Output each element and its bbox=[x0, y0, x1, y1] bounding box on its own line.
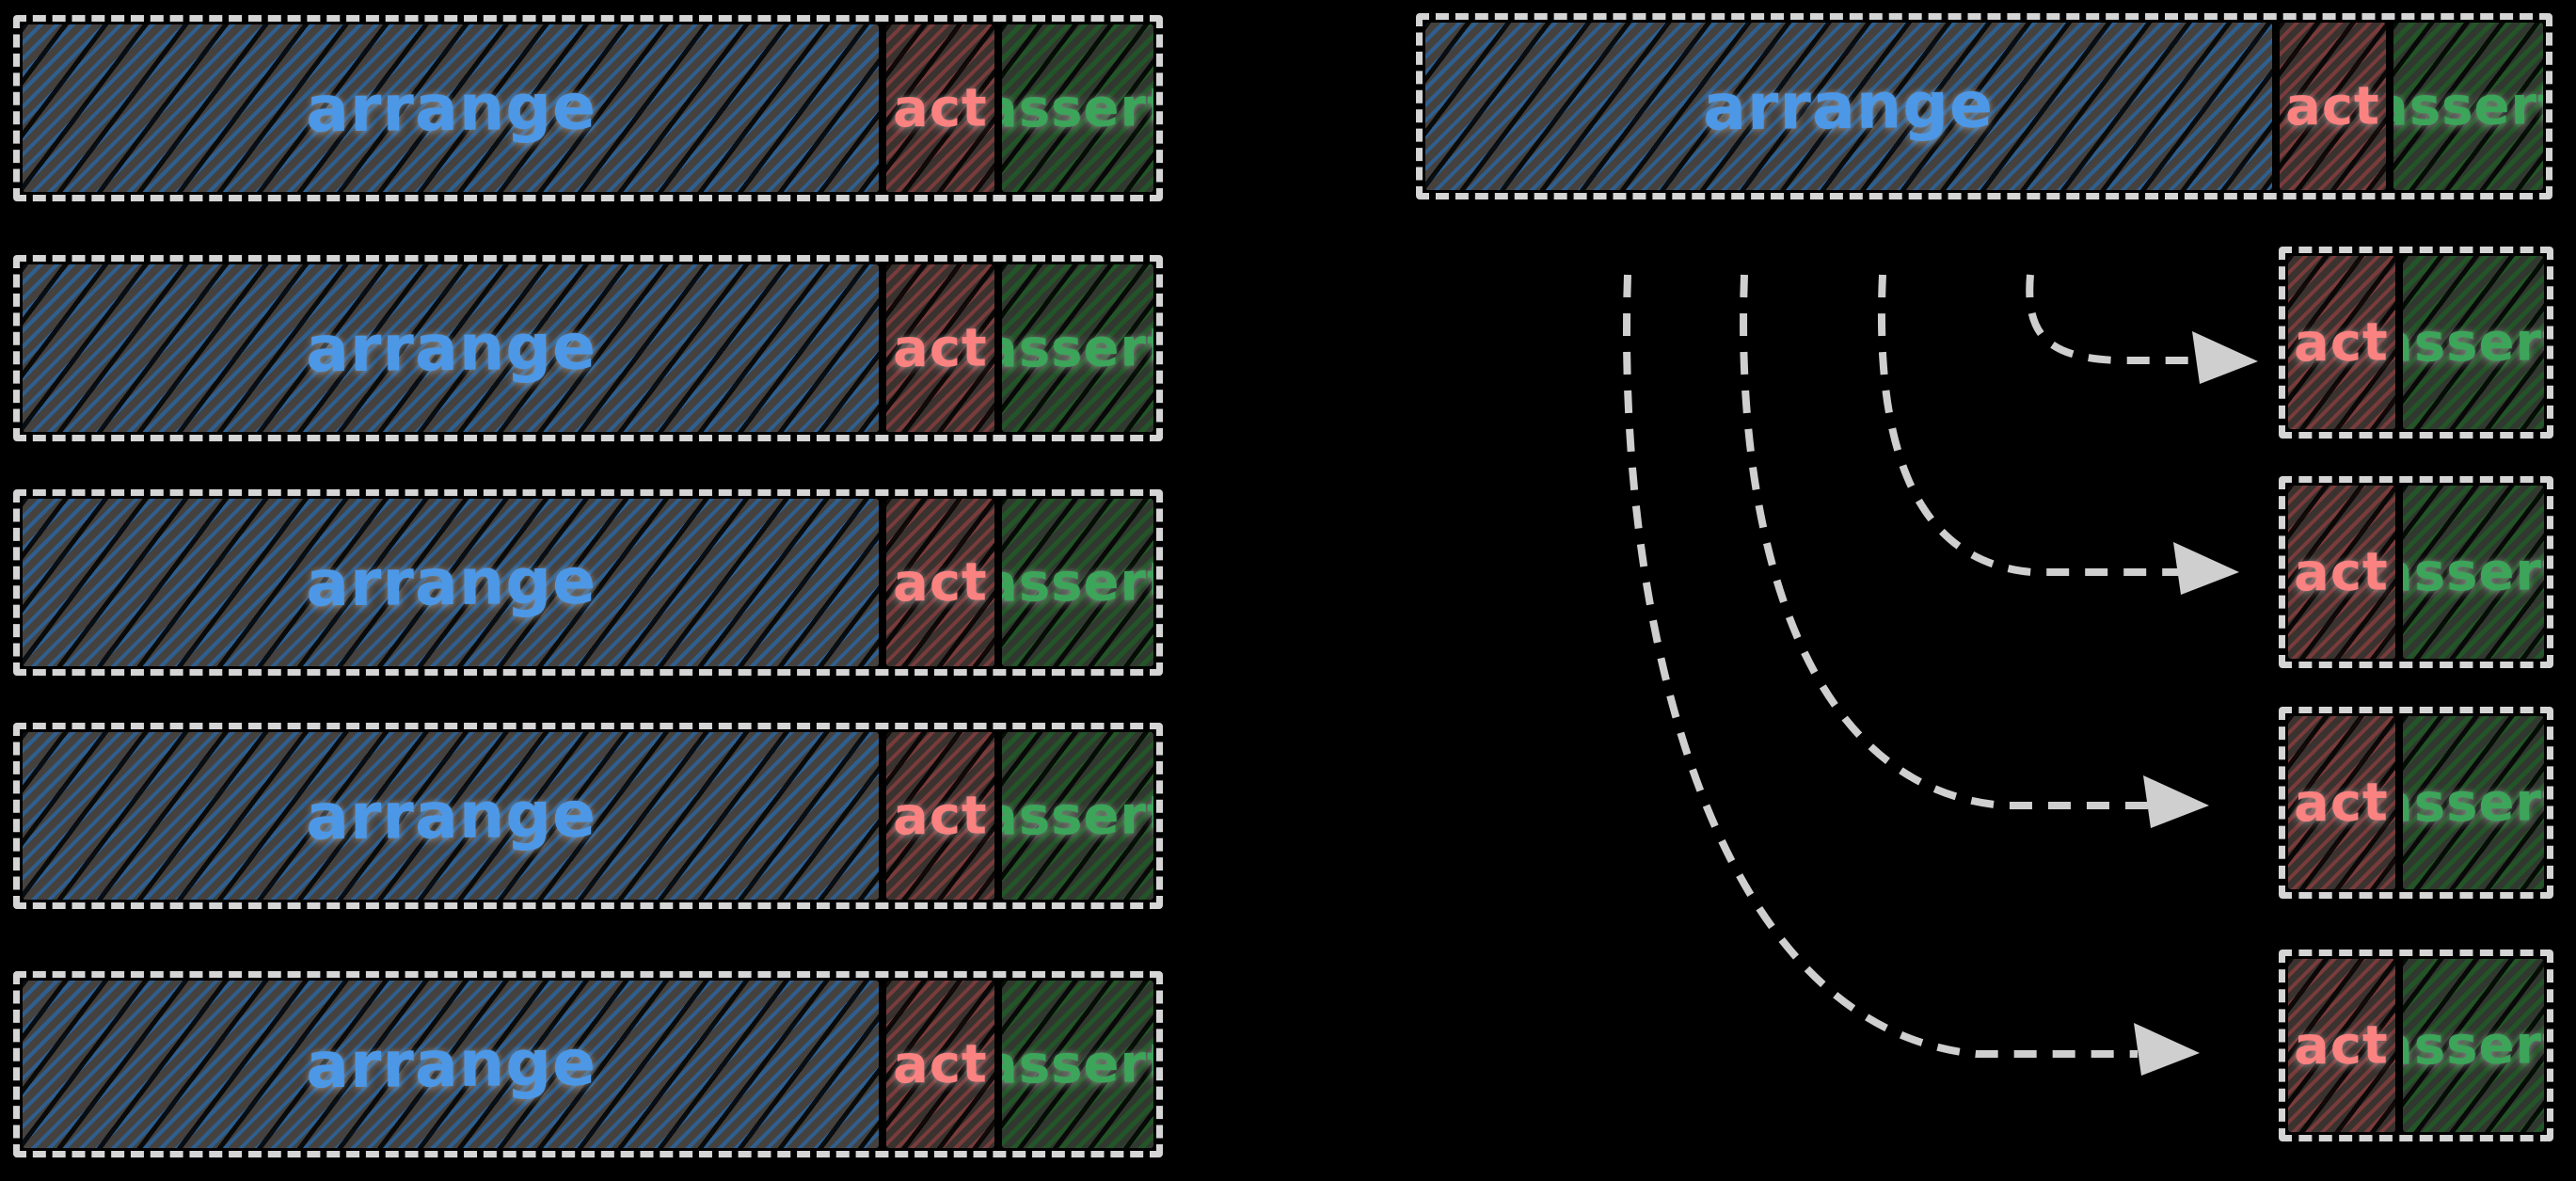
segment-act: act bbox=[886, 732, 995, 900]
act-label: act bbox=[2294, 1014, 2390, 1077]
segment-act: act bbox=[2288, 716, 2395, 889]
segment-act: act bbox=[886, 981, 995, 1148]
act-label: act bbox=[2294, 541, 2390, 603]
segment-arrange: arrange bbox=[23, 732, 880, 900]
act-label: act bbox=[893, 77, 989, 139]
assert-label: assert bbox=[2402, 771, 2544, 835]
segment-arrange: arrange bbox=[23, 24, 880, 192]
segment-arrange: arrange bbox=[23, 981, 880, 1148]
arrange-label: arrange bbox=[305, 1026, 597, 1103]
segment-assert: assert bbox=[1002, 499, 1153, 666]
segment-act: act bbox=[886, 499, 995, 666]
act-label: act bbox=[2294, 311, 2390, 374]
act-label: act bbox=[893, 317, 989, 379]
arrowhead-icon bbox=[2192, 331, 2258, 384]
assert-label: assert bbox=[2402, 540, 2544, 604]
segment-act: act bbox=[886, 264, 995, 432]
segment-arrange: arrange bbox=[1425, 23, 2272, 190]
segment-act: act bbox=[2288, 959, 2395, 1132]
segment-arrange: arrange bbox=[23, 499, 880, 666]
arrange-label: arrange bbox=[305, 70, 597, 147]
assert-label: assert bbox=[1002, 76, 1153, 140]
arrow-curve bbox=[1740, 274, 2149, 809]
arrange-label: arrange bbox=[305, 310, 597, 387]
act-label: act bbox=[893, 1033, 989, 1095]
assert-label: assert bbox=[2393, 74, 2543, 138]
segment-assert: assert bbox=[2402, 959, 2544, 1132]
arrow-to-branch-test-1 bbox=[2026, 274, 2258, 384]
segment-act: act bbox=[2288, 256, 2395, 429]
arrow-curve bbox=[2026, 274, 2198, 364]
act-label: act bbox=[893, 551, 989, 614]
segment-assert: assert bbox=[1002, 981, 1153, 1148]
act-label: act bbox=[2284, 75, 2381, 137]
assert-label: assert bbox=[1002, 551, 1153, 614]
arrange-label: arrange bbox=[1702, 68, 1995, 145]
assert-label: assert bbox=[1002, 784, 1153, 848]
assert-label: assert bbox=[2402, 311, 2544, 375]
arrow-curve bbox=[1877, 274, 2181, 576]
segment-assert: assert bbox=[1002, 732, 1153, 900]
act-label: act bbox=[893, 785, 989, 847]
segment-assert: assert bbox=[2393, 23, 2543, 190]
assert-label: assert bbox=[2402, 1013, 2544, 1077]
arrowhead-icon bbox=[2143, 775, 2209, 828]
arrowhead-icon bbox=[2173, 542, 2239, 595]
segment-act: act bbox=[2288, 486, 2395, 659]
arrow-curve bbox=[1622, 274, 2138, 1058]
act-label: act bbox=[2294, 772, 2390, 834]
arrow-to-branch-test-4 bbox=[1622, 274, 2200, 1076]
assert-label: assert bbox=[1002, 1032, 1153, 1096]
arrange-label: arrange bbox=[305, 777, 597, 854]
arrowhead-icon bbox=[2134, 1023, 2200, 1076]
segment-arrange: arrange bbox=[23, 264, 880, 432]
segment-assert: assert bbox=[1002, 24, 1153, 192]
arrange-label: arrange bbox=[305, 544, 597, 621]
segment-act: act bbox=[886, 24, 995, 192]
arrow-to-branch-test-3 bbox=[1740, 274, 2209, 828]
segment-assert: assert bbox=[2402, 486, 2544, 659]
assert-label: assert bbox=[1002, 316, 1153, 380]
segment-assert: assert bbox=[2402, 716, 2544, 889]
segment-assert: assert bbox=[1002, 264, 1153, 432]
arrow-to-branch-test-2 bbox=[1877, 274, 2239, 595]
segment-act: act bbox=[2279, 23, 2387, 190]
segment-assert: assert bbox=[2402, 256, 2544, 429]
